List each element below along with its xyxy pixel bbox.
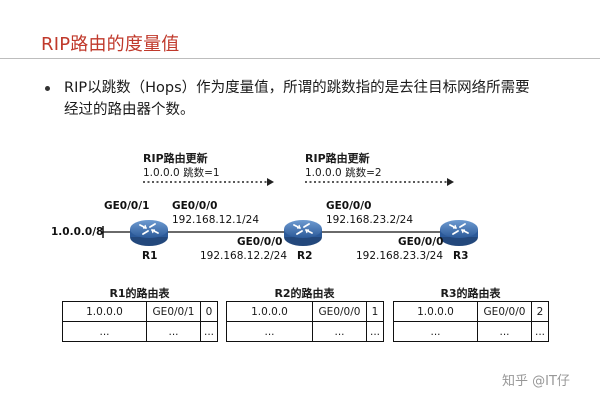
update-title-2: RIP路由更新 [305,152,370,165]
router-icon [129,219,169,247]
table-cell: ... [226,321,313,342]
router-icon [283,219,323,247]
r2-left-ip: 192.168.12.2/24 [200,250,288,262]
table-cell: ... [62,321,147,342]
table-cell: 1.0.0.0 [62,301,147,322]
slide-title: RIP路由的度量值 [41,34,180,55]
routing-table-r2: 1.0.0.0 GE0/0/0 1 ... ... ... [226,301,384,342]
table-row: ... ... ... [62,321,218,342]
table-cell: GE0/0/1 [146,301,201,322]
bullet-line-1: RIP以跳数（Hops）作为度量值，所谓的跳数指的是去往目标网络所需要 [64,80,530,96]
table-title-r1: R1的路由表 [109,287,170,300]
table-title-r3: R3的路由表 [440,287,501,300]
router-name-r3: R3 [453,250,469,262]
router-name-r1: R1 [142,250,158,262]
table-row: ... ... ... [226,321,384,342]
r1-left-port: GE0/0/1 [104,200,150,212]
table-cell: GE0/0/0 [477,301,532,322]
update-title-1: RIP路由更新 [143,152,208,165]
table-cell: ... [146,321,201,342]
r1-right-port: GE0/0/0 [172,200,218,212]
table-cell: ... [366,321,384,342]
arrow-head-1 [267,178,274,186]
table-row: 1.0.0.0 GE0/0/0 1 [226,301,384,322]
table-cell: ... [312,321,367,342]
table-cell: ... [477,321,532,342]
bullet-text: RIP以跳数（Hops）作为度量值，所谓的跳数指的是去往目标网络所需要 经过的路… [64,77,564,121]
table-row: 1.0.0.0 GE0/0/0 2 [393,301,549,322]
title-divider [0,58,600,59]
table-cell: ... [200,321,218,342]
table-cell: 1.0.0.0 [393,301,478,322]
table-cell: ... [393,321,478,342]
update-detail-1: 1.0.0.0 跳数=1 [143,167,220,179]
table-cell: ... [531,321,549,342]
router-icon [439,219,479,247]
table-cell: GE0/0/0 [312,301,367,322]
r3-left-ip: 192.168.23.3/24 [356,250,444,262]
table-cell: 1 [366,301,384,322]
table-row: 1.0.0.0 GE0/0/1 0 [62,301,218,322]
table-row: ... ... ... [393,321,549,342]
table-cell: 0 [200,301,218,322]
table-title-r2: R2的路由表 [274,287,335,300]
watermark: 知乎 @IT仔 [502,374,570,389]
arrow-head-2 [447,178,454,186]
r1-right-ip: 192.168.12.1/24 [172,214,260,226]
update-detail-2: 1.0.0.0 跳数=2 [305,167,382,179]
table-cell: 2 [531,301,549,322]
bullet-line-2: 经过的路由器个数。 [64,102,195,118]
routing-table-r3: 1.0.0.0 GE0/0/0 2 ... ... ... [393,301,549,342]
routing-table-r1: 1.0.0.0 GE0/0/1 0 ... ... ... [62,301,218,342]
r2-right-ip: 192.168.23.2/24 [326,214,414,226]
table-cell: 1.0.0.0 [226,301,313,322]
router-name-r2: R2 [297,250,313,262]
r3-left-port: GE0/0/0 [398,236,444,248]
bullet-icon [45,86,50,91]
network-label: 1.0.0.0/8 [51,226,104,238]
r2-right-port: GE0/0/0 [326,200,372,212]
r2-left-port: GE0/0/0 [237,236,283,248]
